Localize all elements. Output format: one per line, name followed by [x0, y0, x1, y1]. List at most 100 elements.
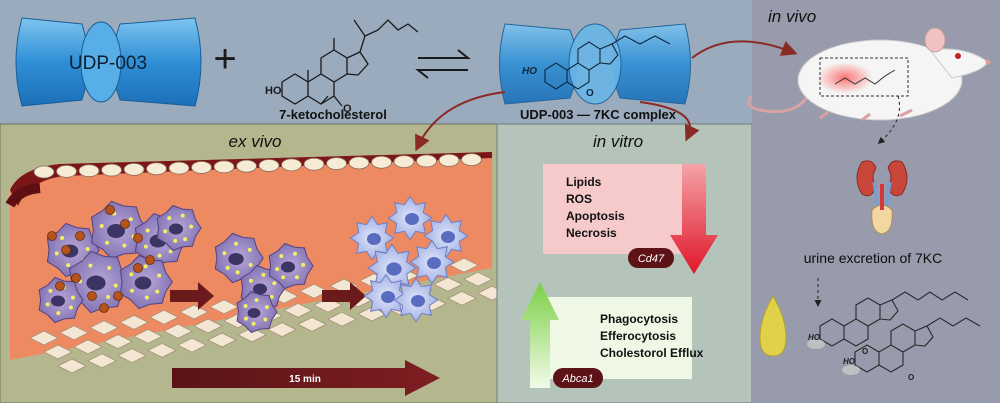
- tissue-cell: [29, 330, 59, 346]
- equilibrium-icon: [415, 49, 471, 79]
- cell-nucleus: [247, 308, 261, 318]
- complex-to-ex-vivo-arrow: [415, 91, 506, 152]
- cell-nucleus: [405, 213, 419, 225]
- cell-nucleus: [386, 262, 402, 276]
- cell-nucleus: [134, 276, 152, 290]
- lipid-droplet: [272, 281, 277, 286]
- complex-to-in-vivo-arrow: [691, 40, 798, 59]
- lipid-droplet: [88, 263, 93, 268]
- complex-to-in-vitro-arrow: [639, 101, 700, 142]
- endothelial-cell: [393, 155, 415, 169]
- lipid-droplet: [105, 240, 110, 245]
- endothelial-cell: [326, 157, 347, 170]
- abca1-badge: [553, 368, 603, 388]
- endothelial-cell: [281, 158, 302, 172]
- tissue-cell: [179, 304, 209, 320]
- cell-nucleus: [228, 253, 244, 265]
- complex-o-label: O: [586, 88, 594, 99]
- excreted-ho-label: HO: [843, 357, 856, 366]
- 7kc-molecule: [87, 291, 97, 301]
- 7kc-molecule: [113, 291, 123, 301]
- lipid-droplet: [122, 243, 127, 248]
- lipid-droplet: [294, 275, 299, 280]
- endothelial-cell: [168, 161, 190, 175]
- 7kc-molecule: [61, 245, 71, 255]
- excreted-o-label: O: [908, 373, 914, 382]
- tissue-cell: [59, 325, 89, 341]
- cell-nucleus: [441, 231, 455, 243]
- lipid-droplet: [292, 251, 297, 256]
- cell-nucleus: [252, 283, 268, 295]
- 7kc-name: 7-ketocholesterol: [279, 107, 387, 122]
- down-item: Lipids: [566, 175, 602, 189]
- complex-ho-label: HO: [522, 66, 537, 77]
- 7kc-molecule: [133, 263, 143, 273]
- lipid-droplet: [143, 264, 148, 269]
- down-box: [543, 164, 693, 254]
- tissue-cell: [117, 348, 147, 364]
- tissue-cell: [43, 344, 73, 360]
- tissue-cell: [73, 339, 103, 355]
- endothelial-cell: [213, 160, 235, 174]
- tissue-cell: [57, 358, 87, 374]
- lipid-droplet: [269, 294, 274, 299]
- up-item: Efferocytosis: [600, 329, 676, 343]
- tissue-cell: [327, 311, 357, 327]
- stage-arrow-2: [322, 282, 366, 310]
- endothelial-cell: [438, 153, 460, 167]
- 7kc-ho-label: HO: [265, 85, 282, 97]
- endothelial-cell-row: [33, 153, 482, 179]
- down-item: Apoptosis: [566, 209, 625, 223]
- cell-nucleus: [381, 291, 395, 303]
- lipid-droplet: [45, 302, 50, 307]
- tissue-cell: [133, 328, 163, 344]
- 7kc-molecule: [99, 303, 109, 313]
- up-arrow-icon: [521, 282, 559, 388]
- lipid-droplet: [254, 298, 259, 303]
- lipid-droplet: [279, 254, 284, 259]
- tissue-cell: [449, 257, 479, 273]
- 7kc-molecule: [75, 231, 85, 241]
- cell-nucleus: [168, 223, 184, 235]
- up-item: Cholestorol Efflux: [600, 346, 704, 360]
- foam-cell-cluster: [38, 200, 314, 334]
- lipid-droplet: [301, 262, 306, 267]
- tissue-cell: [87, 353, 117, 369]
- endothelial-cell: [146, 162, 167, 176]
- endothelial-cell: [191, 161, 212, 174]
- 7kc-molecule: [145, 255, 155, 265]
- macrophage-cluster: [349, 195, 469, 323]
- endothelial-cell: [33, 165, 55, 179]
- lipid-droplet: [157, 253, 162, 258]
- lipid-droplet: [107, 265, 112, 270]
- lipid-droplet: [66, 263, 71, 268]
- cell-nucleus: [427, 257, 441, 269]
- tissue-cell: [149, 309, 179, 325]
- tissue-cell: [237, 327, 267, 343]
- tissue-cell: [433, 276, 463, 292]
- endothelial-cell: [348, 156, 370, 170]
- excreted-7kc-structure: [819, 291, 981, 373]
- cell-nucleus: [280, 261, 296, 273]
- cell-nucleus: [107, 224, 125, 238]
- lipid-droplet: [70, 295, 75, 300]
- lipid-droplet: [56, 311, 61, 316]
- lipid-droplet: [54, 251, 59, 256]
- lipid-droplet: [168, 249, 173, 254]
- time-arrow: [172, 360, 440, 396]
- cd-fragment-icon: [807, 339, 825, 349]
- up-list: Phagocytosis Efferocytosis Cholestorol E…: [600, 312, 704, 360]
- lipid-droplet: [222, 251, 227, 256]
- tissue-cell: [207, 332, 237, 348]
- tissue-cell: [267, 322, 297, 338]
- lipid-droplet: [85, 247, 90, 252]
- 7kc-molecule: [120, 219, 130, 229]
- urine-text: urine excretion of 7KC: [804, 250, 943, 266]
- in-vivo-title: in vivo: [768, 7, 816, 26]
- lipid-droplet: [235, 270, 240, 275]
- tissue-cell: [147, 342, 177, 358]
- endothelial-cell: [78, 164, 100, 178]
- lipid-droplet: [263, 317, 268, 322]
- lipid-droplet: [281, 275, 286, 280]
- excreted-ho-label: HO: [808, 333, 821, 342]
